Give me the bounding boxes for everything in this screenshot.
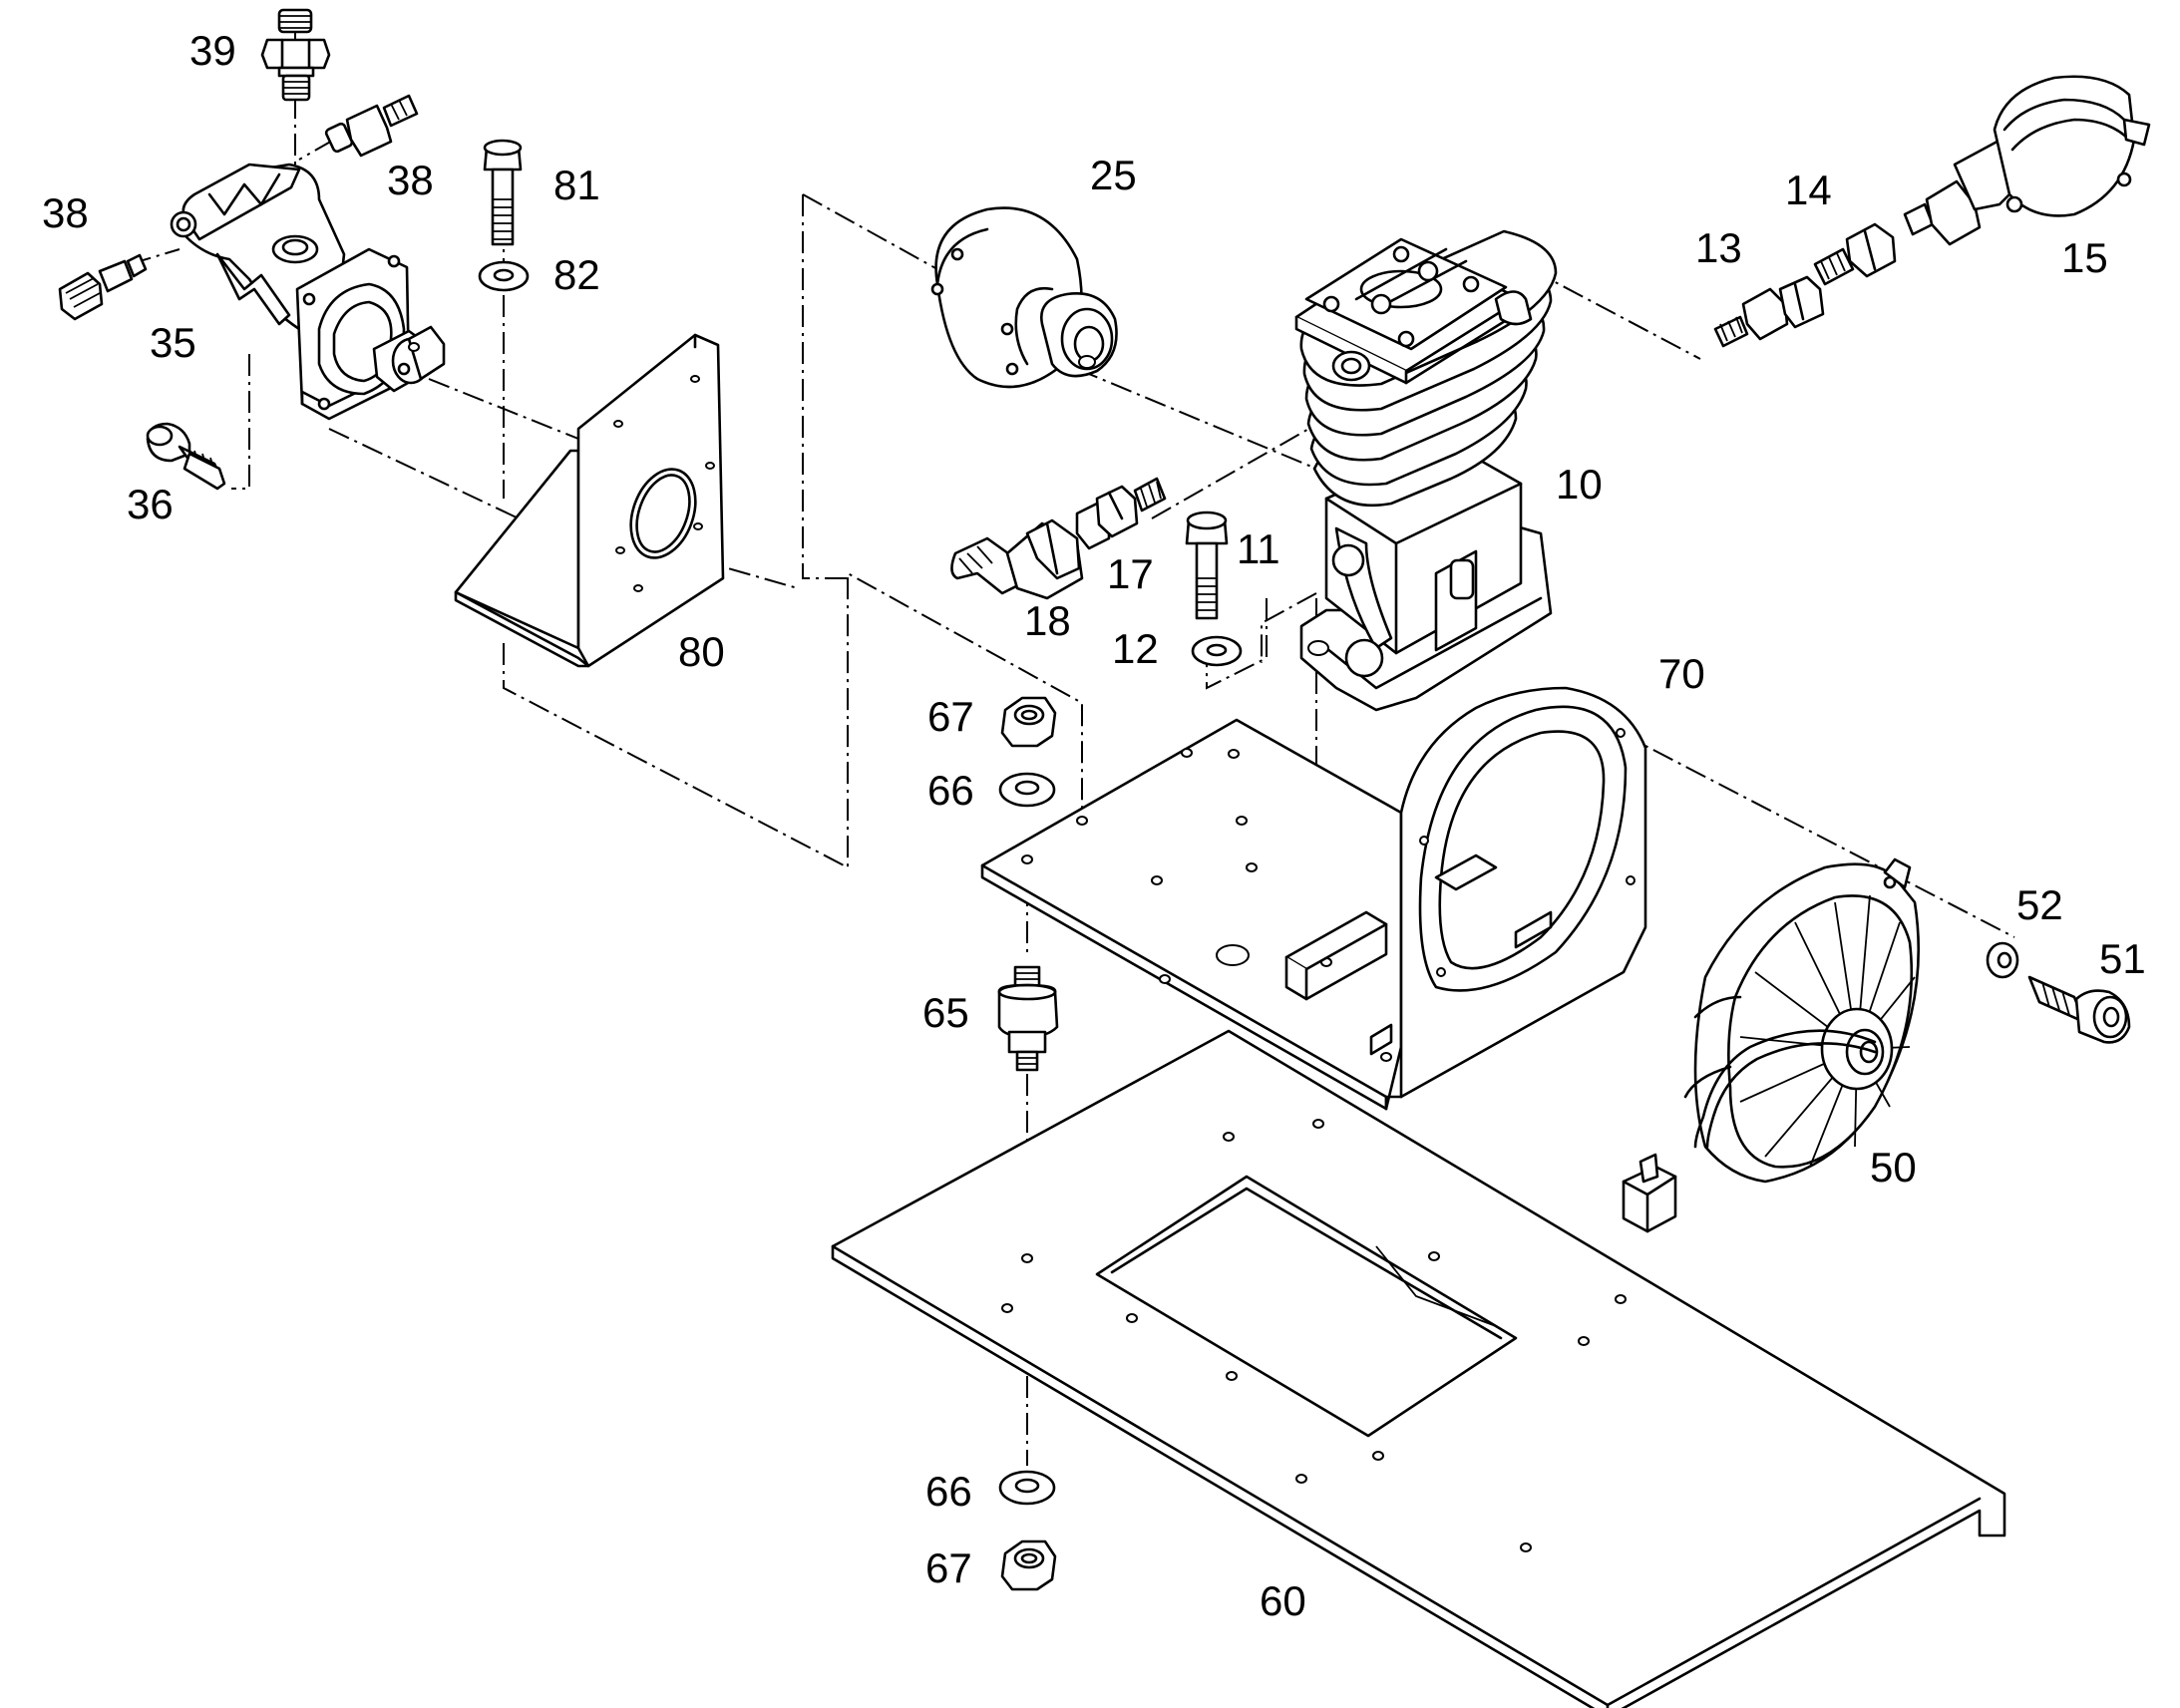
label-50: 50 [1870, 1144, 1917, 1191]
label-12: 12 [1112, 625, 1159, 672]
leader-70-fan [1620, 732, 2015, 938]
label-39: 39 [189, 27, 236, 74]
label-60: 60 [1260, 1577, 1306, 1624]
label-11: 11 [1237, 525, 1280, 572]
nut-67-top [1000, 696, 1057, 748]
fitting-38-left [58, 253, 148, 321]
label-80: 80 [678, 628, 725, 675]
base-plate-60 [831, 1029, 2006, 1708]
screw-51 [2027, 975, 2131, 1044]
label-66-top: 66 [927, 767, 974, 814]
leader-10-outlet [1530, 268, 1701, 360]
fitting-13 [1713, 275, 1825, 348]
hydraulic-motor-35 [170, 163, 446, 421]
label-52: 52 [2016, 881, 2063, 928]
nut-67-bottom [1000, 1539, 1057, 1591]
washer-52 [1986, 941, 2019, 979]
cylinder-head-detail [1322, 245, 1533, 382]
label-13: 13 [1695, 224, 1742, 271]
fitting-17 [1075, 477, 1167, 550]
leader-38-right [298, 139, 335, 161]
label-35: 35 [150, 319, 196, 366]
leader-80-base [503, 571, 1083, 869]
label-70: 70 [1658, 650, 1705, 697]
leader-35-bracket [328, 428, 520, 519]
leader-25-shaft [1076, 368, 1317, 470]
washer-82 [478, 260, 530, 292]
label-82: 82 [553, 251, 600, 298]
washer-66-top [998, 772, 1056, 808]
label-18: 18 [1024, 597, 1071, 644]
label-38-left: 38 [42, 189, 89, 236]
fitting-14 [1813, 222, 1897, 286]
label-14: 14 [1785, 167, 1832, 213]
label-65: 65 [922, 989, 969, 1036]
cylinder-fins [1294, 229, 1558, 508]
leader-17 [1151, 418, 1327, 519]
plate-cutout [1095, 1175, 1518, 1438]
label-81: 81 [553, 162, 600, 208]
label-10: 10 [1556, 461, 1603, 508]
leader-36 [231, 354, 250, 490]
label-66-bottom: 66 [925, 1468, 972, 1515]
bracket-holes [613, 375, 715, 592]
fitting-39 [260, 8, 331, 102]
coupling-25 [930, 206, 1118, 389]
bolt-81 [483, 139, 523, 246]
plate-holes [1001, 1119, 1627, 1552]
label-67-top: 67 [927, 693, 974, 740]
mount-65 [997, 965, 1059, 1072]
leader-35-shaft [428, 378, 579, 440]
bolt-11 [1185, 511, 1229, 620]
label-36: 36 [127, 481, 174, 527]
screw-36 [146, 422, 226, 491]
washer-12 [1191, 635, 1243, 667]
bracket-80 [454, 333, 725, 668]
valve-15 [1903, 75, 2151, 246]
frame-70 [980, 686, 1647, 1111]
leader-11 [1206, 598, 1268, 690]
label-25: 25 [1090, 152, 1137, 198]
leader-80-hole [657, 547, 799, 589]
label-67-bottom: 67 [925, 1544, 972, 1591]
fan-50 [1622, 857, 1920, 1233]
part-labels: 39 38 38 35 36 81 82 25 80 14 13 15 10 1… [42, 27, 2146, 1624]
label-51: 51 [2099, 935, 2146, 982]
leader-12 [1261, 592, 1317, 663]
label-17: 17 [1107, 550, 1154, 597]
label-15: 15 [2061, 234, 2108, 281]
leader-25 [802, 193, 938, 270]
elbow-18 [950, 518, 1084, 600]
fitting-38-right [324, 94, 419, 158]
compressor-10 [1294, 229, 1558, 712]
washer-66-bottom [998, 1470, 1056, 1506]
leader-25-drop [802, 194, 848, 579]
label-38-right: 38 [387, 157, 434, 203]
